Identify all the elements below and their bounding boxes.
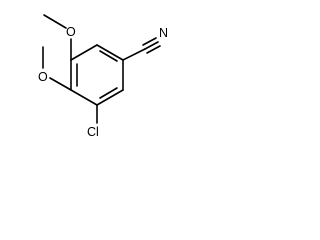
bond-oxygen-top-to-methyl xyxy=(43,14,67,29)
ring-bond-c5-c6 xyxy=(70,89,98,106)
nitrile-triple-bond-line-1 xyxy=(144,41,159,50)
chlorine-label: Cl xyxy=(87,125,99,139)
nitrile-triple-bond-line-3 xyxy=(146,45,161,54)
nitrogen-label: N xyxy=(159,26,168,40)
nitrile-triple-bond-line-2 xyxy=(142,37,157,46)
ring-double-bond-inner-1 xyxy=(99,50,118,62)
oxygen-top-label: O xyxy=(66,25,76,39)
oxygen-left-label: O xyxy=(38,70,48,84)
bond-ring-to-oxygen-left xyxy=(49,77,72,91)
ring-bond-c4-c5 xyxy=(96,89,124,106)
ring-double-bond-inner-2 xyxy=(99,87,118,99)
ring-bond-c2-c3 xyxy=(96,44,124,61)
bond-ring-to-nitrile-carbon xyxy=(122,48,146,61)
chemical-structure-diagram: O O Cl N xyxy=(38,14,168,139)
ring-bond-c1-c2 xyxy=(70,44,98,61)
benzene-ring xyxy=(70,44,124,106)
